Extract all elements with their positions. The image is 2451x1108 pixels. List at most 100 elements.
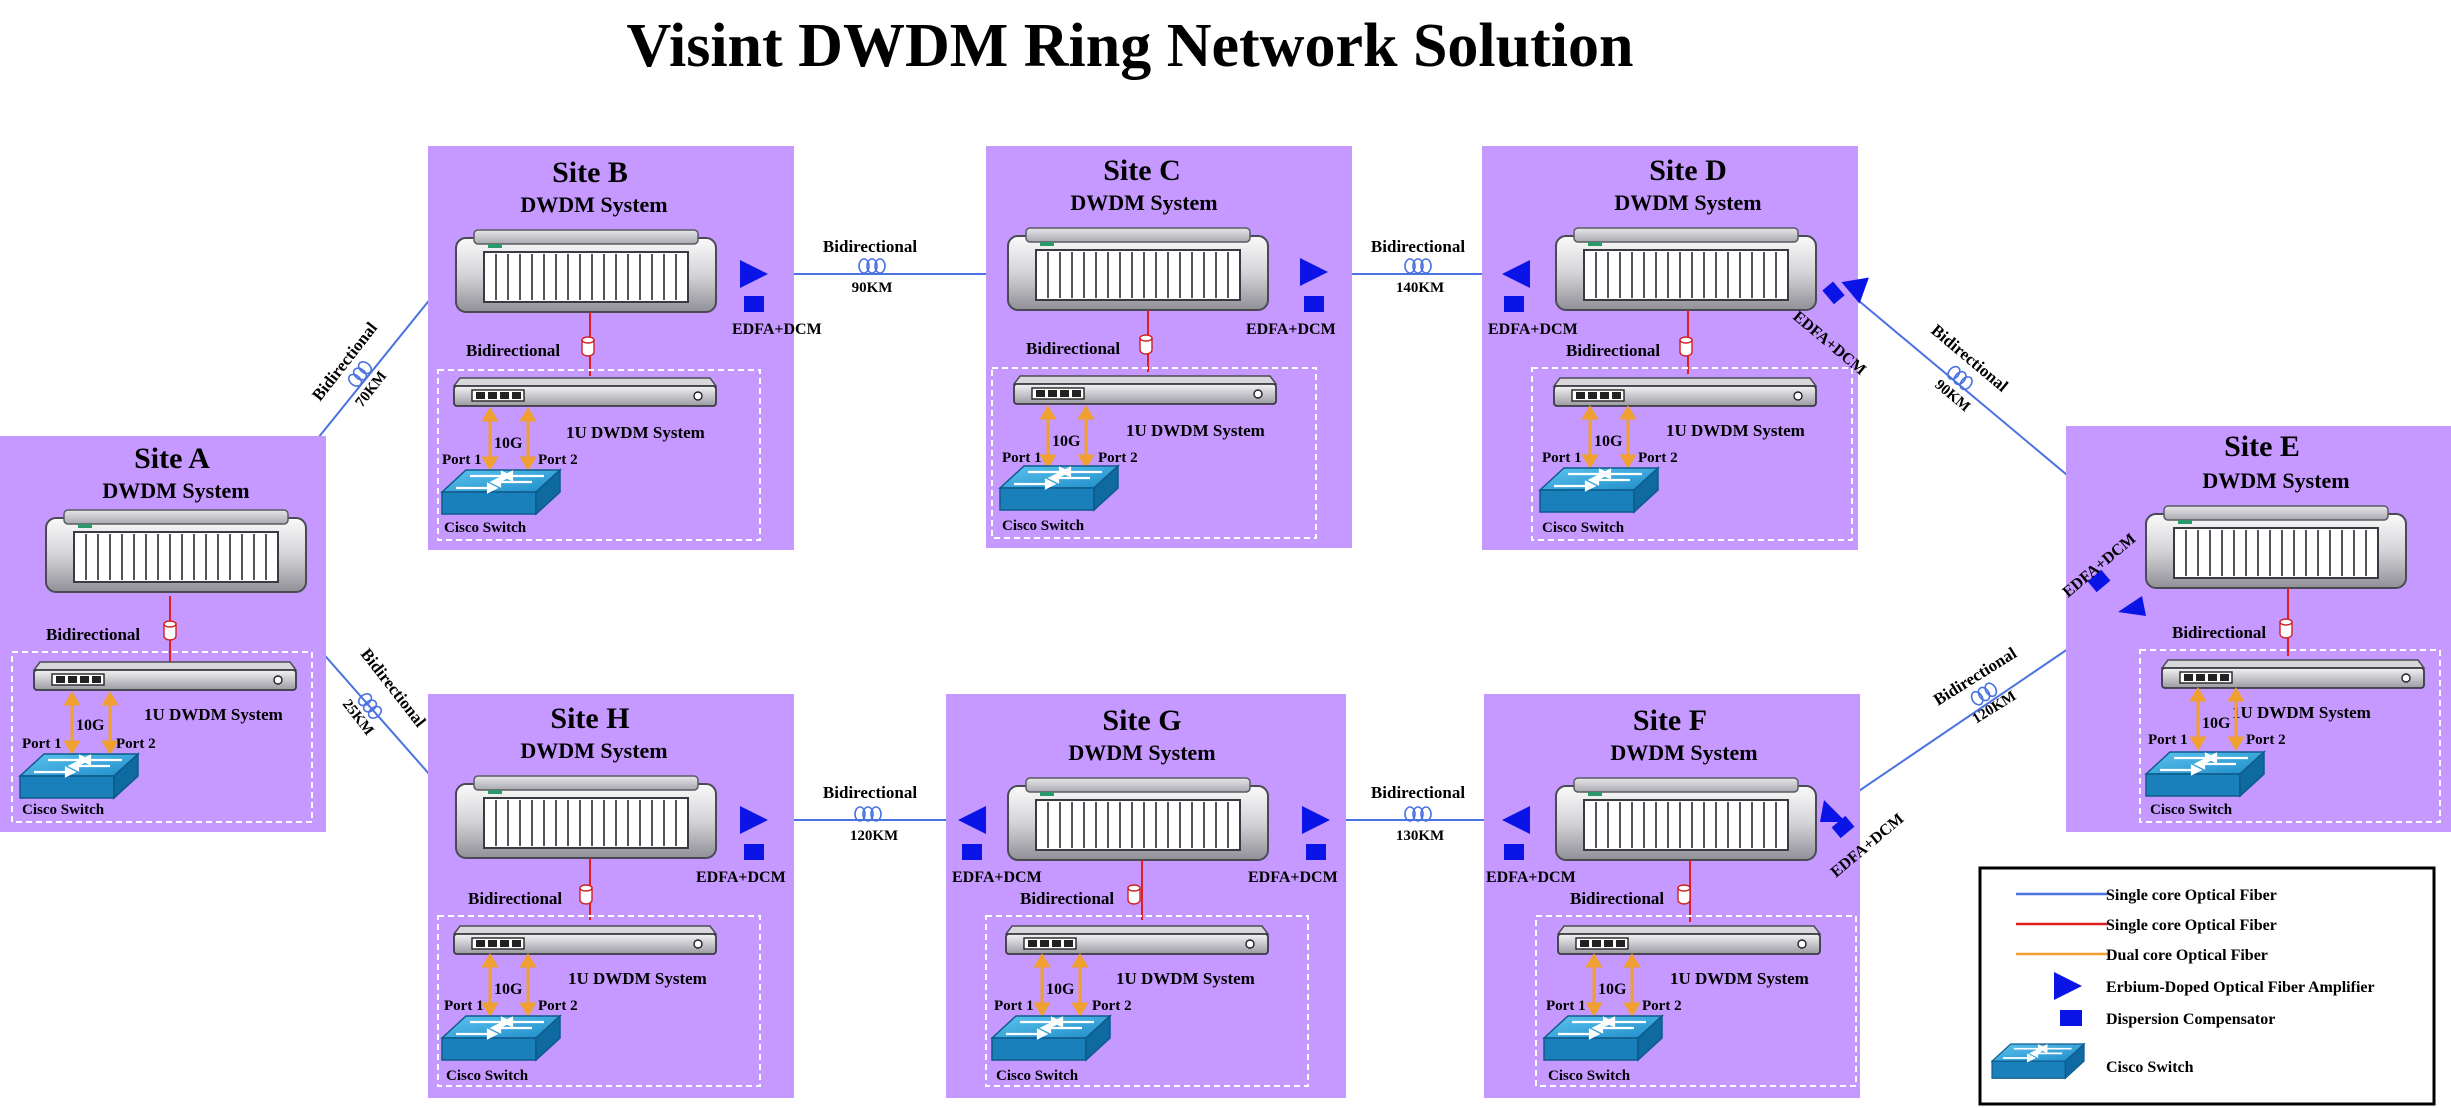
legend-label: Erbium-Doped Optical Fiber Amplifier bbox=[2106, 979, 2375, 996]
dual-fiber-arrows bbox=[1585, 953, 1641, 1017]
dual-fiber-arrows bbox=[481, 953, 537, 1017]
cisco-switch-icon bbox=[998, 464, 1120, 512]
1u-label: 1U DWDM System bbox=[568, 969, 707, 988]
amplifier-group-de bbox=[1822, 277, 1869, 305]
1u-label: 1U DWDM System bbox=[144, 705, 283, 724]
port1-label: Port 1 bbox=[1546, 998, 1586, 1014]
link-type: Bidirectional bbox=[823, 783, 917, 802]
site-subsystem-box bbox=[437, 915, 761, 1087]
edfa-label: EDFA+DCM bbox=[732, 321, 822, 338]
1u-device-icon bbox=[453, 925, 717, 955]
dwdm-label: DWDM System bbox=[1068, 740, 1215, 765]
splice-icon bbox=[2279, 618, 2293, 639]
edfa-label: EDFA+DCM bbox=[952, 869, 1042, 886]
site-name: Site A bbox=[134, 442, 210, 475]
1u-label: 1U DWDM System bbox=[566, 423, 705, 442]
splice-icon bbox=[1677, 884, 1691, 905]
cisco-switch-icon bbox=[990, 1014, 1112, 1062]
site-d[interactable]: Site D DWDM System Bidirectional 1U DWDM… bbox=[1482, 146, 1878, 550]
bidir-label: Bidirectional bbox=[1026, 339, 1120, 358]
site-f[interactable]: Site F DWDM System Bidirectional 1U DWDM… bbox=[1484, 694, 1907, 1098]
site-g[interactable]: Site G DWDM System Bidirectional 1U DWDM… bbox=[946, 694, 1346, 1098]
switch-label: Cisco Switch bbox=[996, 1068, 1079, 1084]
site-name: Site B bbox=[552, 156, 628, 189]
compensator-square-icon bbox=[962, 844, 982, 860]
site-h[interactable]: Site H DWDM System Bidirectional 1U DWDM… bbox=[428, 694, 794, 1098]
port2-label: Port 2 bbox=[538, 998, 578, 1014]
port2-label: Port 2 bbox=[538, 452, 578, 468]
speed-label: 10G bbox=[1052, 433, 1081, 450]
splice-icon bbox=[1127, 884, 1141, 905]
speed-label: 10G bbox=[76, 717, 105, 734]
dual-fiber-arrows bbox=[1033, 953, 1089, 1017]
compensator-square-icon bbox=[744, 844, 764, 860]
compensator-square-icon bbox=[2060, 1010, 2082, 1026]
1u-device-icon bbox=[1013, 375, 1277, 405]
1u-device-icon bbox=[1553, 377, 1817, 407]
site-name: Site C bbox=[1103, 154, 1181, 187]
dwdm-chassis-icon bbox=[1555, 777, 1817, 861]
dual-fiber-arrows bbox=[1581, 405, 1637, 469]
amplifier-group-ef bbox=[2087, 569, 2146, 616]
bidir-label: Bidirectional bbox=[2172, 623, 2266, 642]
1u-device-icon bbox=[33, 661, 297, 691]
site-c[interactable]: Site C DWDM System Bidirectional 1U DWDM… bbox=[986, 146, 1352, 548]
compensator-square-icon bbox=[1504, 296, 1524, 312]
legend-label: Dual core Optical Fiber bbox=[2106, 947, 2268, 964]
1u-device-icon bbox=[2161, 659, 2425, 689]
1u-label: 1U DWDM System bbox=[1116, 969, 1255, 988]
dwdm-chassis-icon bbox=[1007, 227, 1269, 311]
1u-label: 1U DWDM System bbox=[1666, 421, 1805, 440]
speed-label: 10G bbox=[494, 435, 523, 452]
link-cd: Bidirectional 140KM bbox=[1371, 237, 1465, 296]
fiber-coil-icon bbox=[1404, 258, 1432, 274]
dual-fiber-arrows bbox=[63, 691, 119, 755]
speed-label: 10G bbox=[1046, 981, 1075, 998]
splice-icon bbox=[581, 336, 595, 357]
speed-label: 10G bbox=[1594, 433, 1623, 450]
port2-label: Port 2 bbox=[2246, 732, 2286, 748]
1u-device-icon bbox=[453, 377, 717, 407]
site-subsystem-box bbox=[991, 367, 1317, 539]
port1-label: Port 1 bbox=[22, 736, 62, 752]
1u-label: 1U DWDM System bbox=[1126, 421, 1265, 440]
link-distance: 90KM bbox=[852, 280, 893, 296]
link-type: Bidirectional bbox=[823, 237, 917, 256]
site-a[interactable]: Site A DWDM System Bidirectional 1U DWDM… bbox=[0, 436, 326, 832]
edfa-label: EDFA+DCM bbox=[1248, 869, 1338, 886]
dwdm-chassis-icon bbox=[2145, 505, 2407, 589]
bidir-label: Bidirectional bbox=[1566, 341, 1660, 360]
splice-icon bbox=[163, 620, 177, 641]
site-subsystem-box bbox=[2139, 649, 2441, 823]
switch-label: Cisco Switch bbox=[446, 1068, 529, 1084]
dwdm-label: DWDM System bbox=[2202, 468, 2349, 493]
link-distance: 140KM bbox=[1396, 280, 1444, 296]
splice-icon bbox=[1139, 334, 1153, 355]
legend-label: Dispersion Compensator bbox=[2106, 1011, 2275, 1028]
link-distance: 130KM bbox=[1396, 828, 1444, 844]
site-subsystem-box bbox=[11, 651, 313, 823]
dwdm-label: DWDM System bbox=[1614, 190, 1761, 215]
link-fg: Bidirectional 130KM bbox=[1371, 783, 1465, 844]
edfa-label: EDFA+DCM bbox=[1488, 321, 1578, 338]
cisco-switch-icon bbox=[440, 468, 562, 516]
cisco-switch-icon bbox=[440, 1014, 562, 1062]
link-gh: Bidirectional 120KM bbox=[823, 783, 917, 844]
switch-label: Cisco Switch bbox=[1542, 520, 1625, 536]
port2-label: Port 2 bbox=[1098, 450, 1138, 466]
1u-device-icon bbox=[1557, 925, 1821, 955]
dwdm-label: DWDM System bbox=[520, 738, 667, 763]
splice-icon bbox=[1679, 336, 1693, 357]
1u-label: 1U DWDM System bbox=[2232, 703, 2371, 722]
site-b[interactable]: Site B DWDM System Bidirectional 1U DWDM… bbox=[428, 146, 822, 550]
link-type: Bidirectional bbox=[1371, 783, 1465, 802]
dwdm-chassis-icon bbox=[455, 775, 717, 859]
site-e[interactable]: Site E DWDM System Bidirectional 1U DWDM… bbox=[2060, 426, 2451, 832]
compensator-square-icon bbox=[1504, 844, 1524, 860]
port2-label: Port 2 bbox=[116, 736, 156, 752]
port1-label: Port 1 bbox=[1542, 450, 1582, 466]
link-type: Bidirectional bbox=[1371, 237, 1465, 256]
link-bc: Bidirectional 90KM bbox=[823, 237, 917, 296]
speed-label: 10G bbox=[2202, 715, 2231, 732]
1u-device-icon bbox=[1005, 925, 1269, 955]
